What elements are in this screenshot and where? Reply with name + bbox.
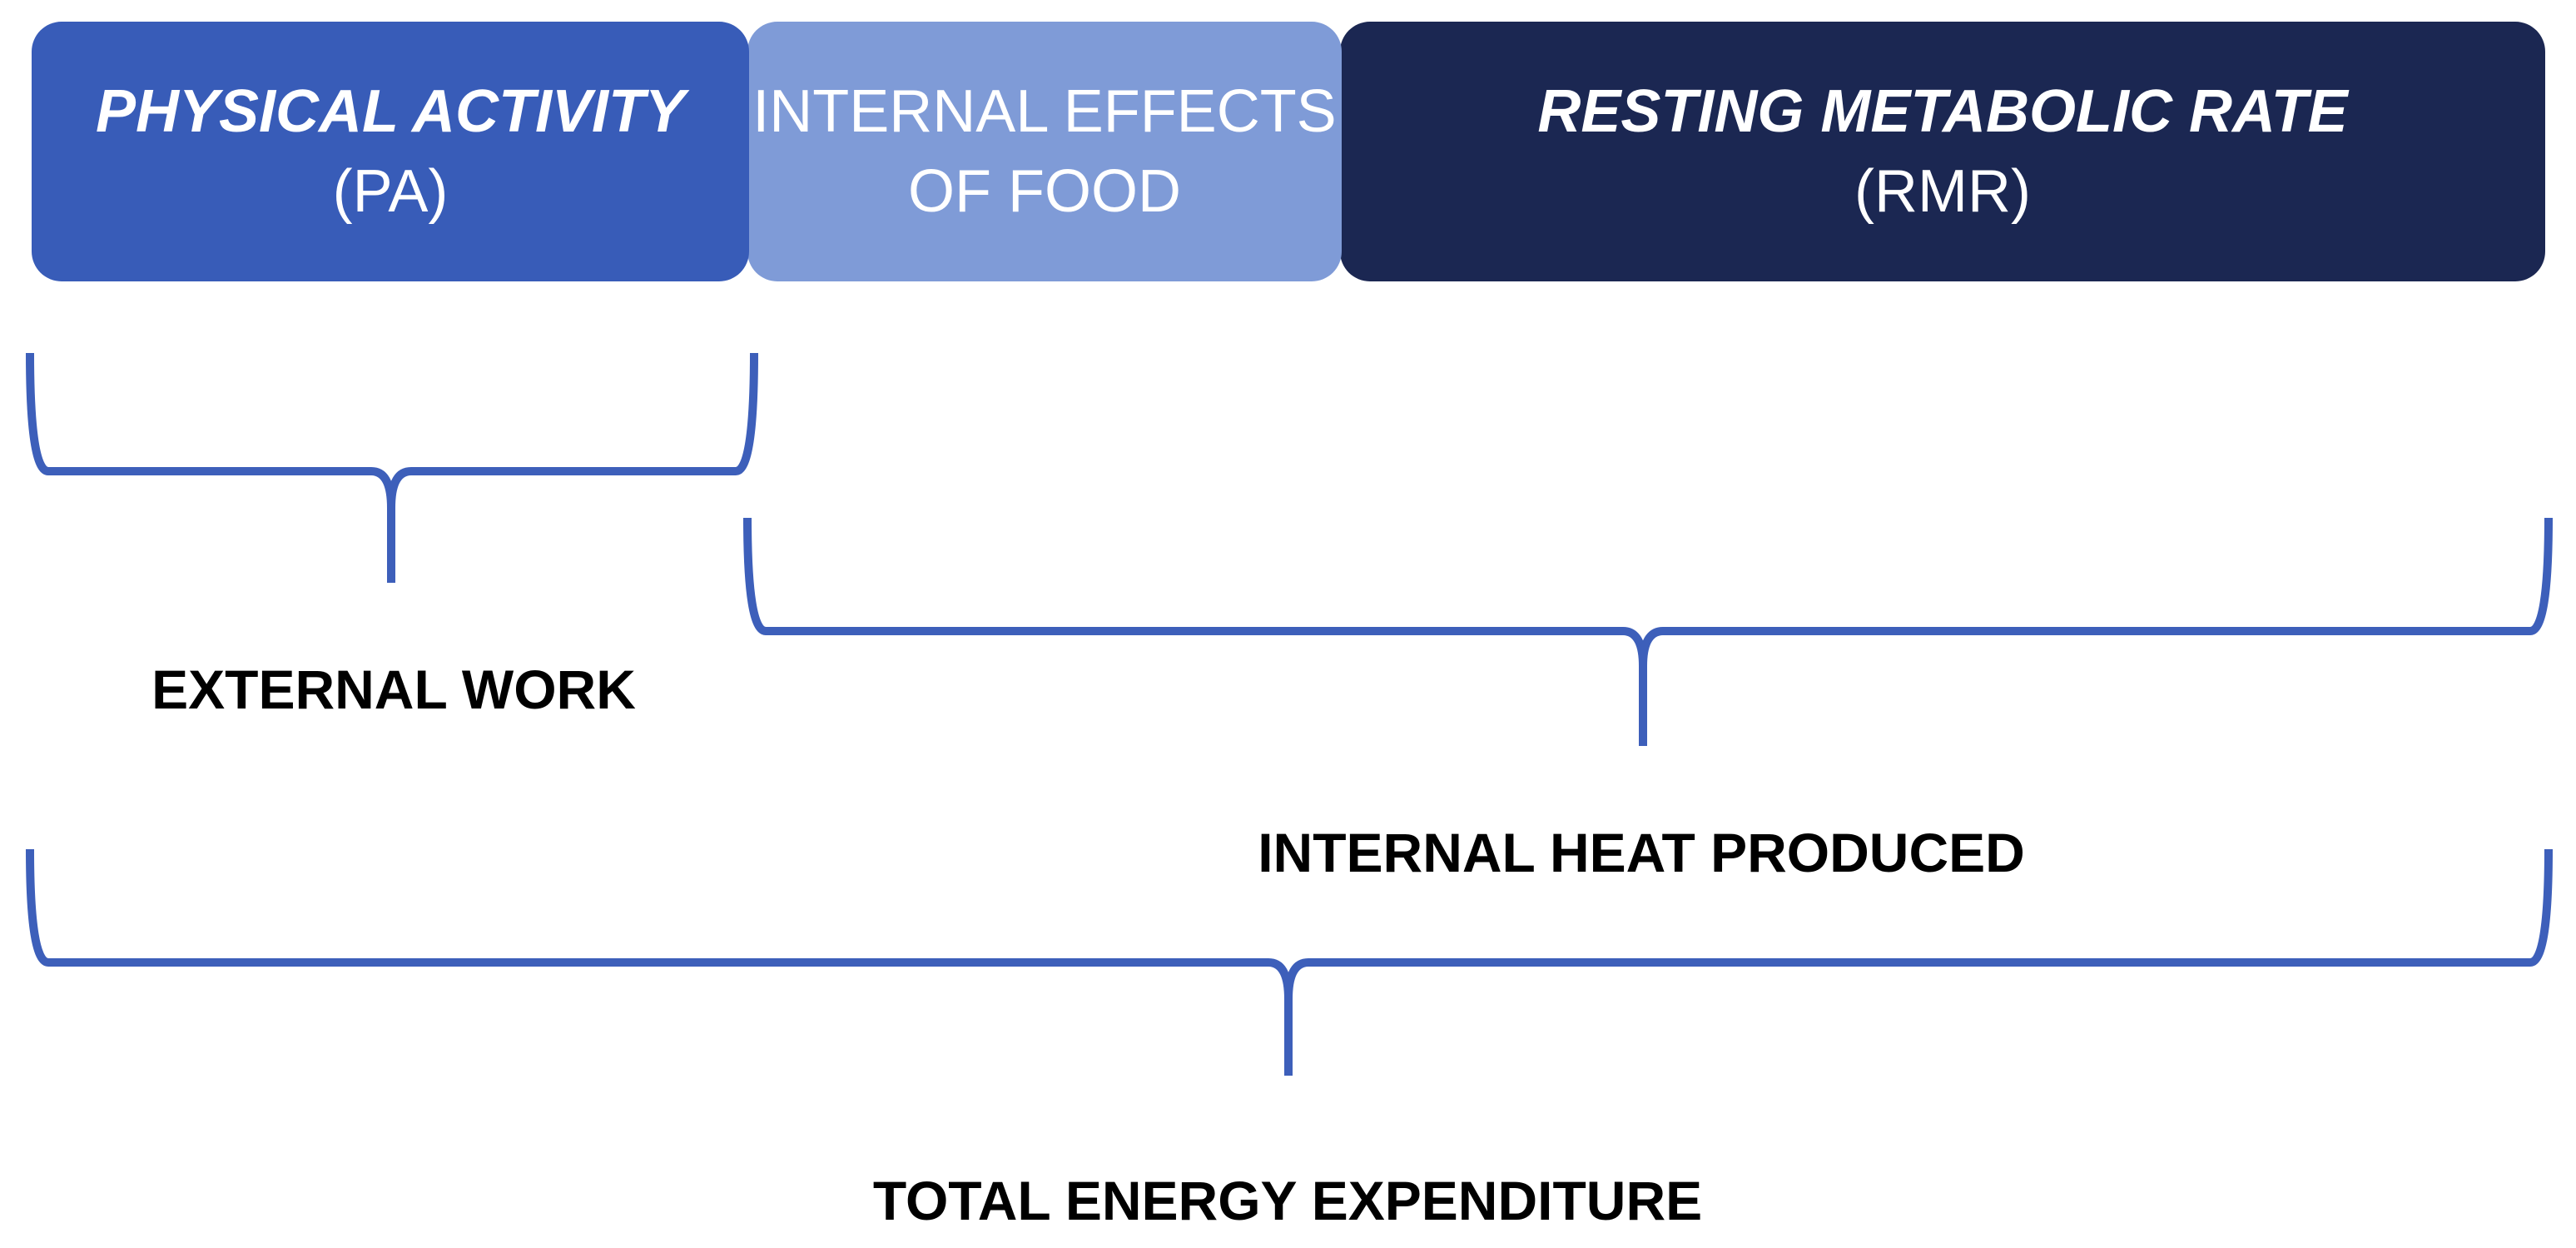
total-energy-brace [26,848,2553,1076]
physical-activity-title: PHYSICAL ACTIVITY [95,78,686,145]
total-energy-label: TOTAL ENERGY EXPENDITURE [872,1170,1703,1231]
internal-effects-line-2: OF FOOD [908,158,1181,225]
physical-activity-box: PHYSICAL ACTIVITY (PA) [32,22,749,281]
internal-heat-label: INTERNAL HEAT PRODUCED [1258,822,2025,883]
resting-metabolic-rate-box: RESTING METABOLIC RATE (RMR) [1340,22,2545,281]
external-work-label: EXTERNAL WORK [151,659,636,720]
resting-metabolic-rate-abbr: (RMR) [1854,158,2031,225]
internal-effects-of-food-box: INTERNAL EFFECTS OF FOOD [747,22,1342,281]
internal-heat-brace [743,517,2553,746]
physical-activity-abbr: (PA) [332,158,449,225]
internal-effects-line-1: INTERNAL EFFECTS [752,78,1337,145]
resting-metabolic-rate-title: RESTING METABOLIC RATE [1537,78,2348,145]
external-work-brace [26,352,758,583]
